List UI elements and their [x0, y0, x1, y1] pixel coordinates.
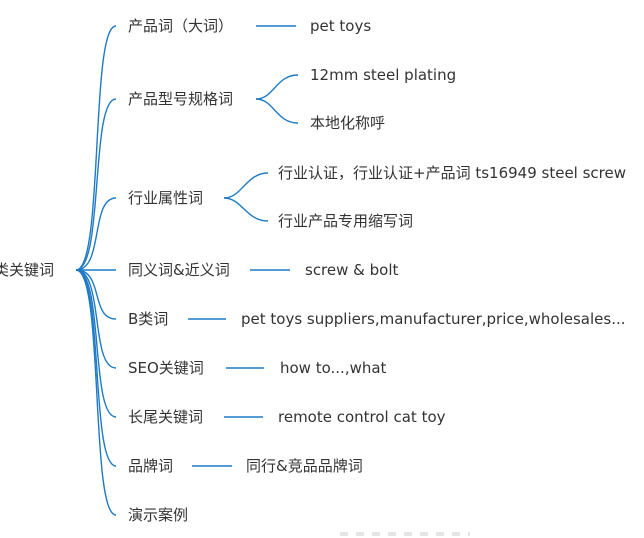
fork-industry-attr-1	[223, 197, 269, 222]
leaf-industry-abbreviation[interactable]: 行业产品专用缩写词	[278, 212, 414, 230]
leaf-screw-bolt[interactable]: screw & bolt	[305, 261, 399, 279]
leaf-pet-toys[interactable]: pet toys	[310, 17, 372, 35]
leaf-industry-certification[interactable]: 行业认证，行业认证+产品词 ts16949 steel screw	[278, 164, 627, 182]
leaf-remote-control-cat-toy[interactable]: remote control cat toy	[278, 408, 446, 426]
branch-connector-2	[75, 197, 117, 271]
fork-model-spec-0	[255, 74, 299, 100]
branch-brand-words[interactable]: 品牌词	[128, 457, 174, 475]
leaf-how-to[interactable]: how to...,what	[280, 359, 387, 377]
branch-synonyms[interactable]: 同义词&近义词	[128, 261, 230, 279]
branch-industry-attribute-words[interactable]: 行业属性词	[128, 189, 204, 207]
branch-connector-7	[75, 269, 117, 467]
leaf-localized-name[interactable]: 本地化称呼	[310, 114, 386, 132]
branch-connector-1	[75, 98, 117, 271]
branch-model-spec-words[interactable]: 产品型号规格词	[128, 90, 234, 108]
branch-long-tail-keywords[interactable]: 长尾关键词	[128, 408, 204, 426]
branch-b-words[interactable]: B类词	[128, 310, 169, 328]
branch-connector-5	[75, 269, 117, 369]
fork-industry-attr-0	[223, 172, 269, 199]
branch-seo-keywords[interactable]: SEO关键词	[128, 359, 204, 377]
fork-model-spec-1	[255, 98, 299, 124]
branch-product-words[interactable]: 产品词（大词）	[128, 17, 234, 35]
branch-demo-cases[interactable]: 演示案例	[128, 506, 189, 524]
branch-connector-0	[75, 25, 117, 271]
branch-connector-8	[75, 269, 117, 516]
branch-connector-4	[75, 269, 117, 320]
leaf-suppliers[interactable]: pet toys suppliers,manufacturer,price,wh…	[241, 310, 626, 328]
leaf-competitor-brands[interactable]: 同行&竞品品牌词	[246, 457, 363, 475]
watermark	[340, 532, 470, 536]
root-node[interactable]: 类关键词	[0, 261, 55, 279]
branch-connector-6	[75, 269, 117, 418]
leaf-12mm-steel-plating[interactable]: 12mm steel plating	[310, 66, 457, 84]
